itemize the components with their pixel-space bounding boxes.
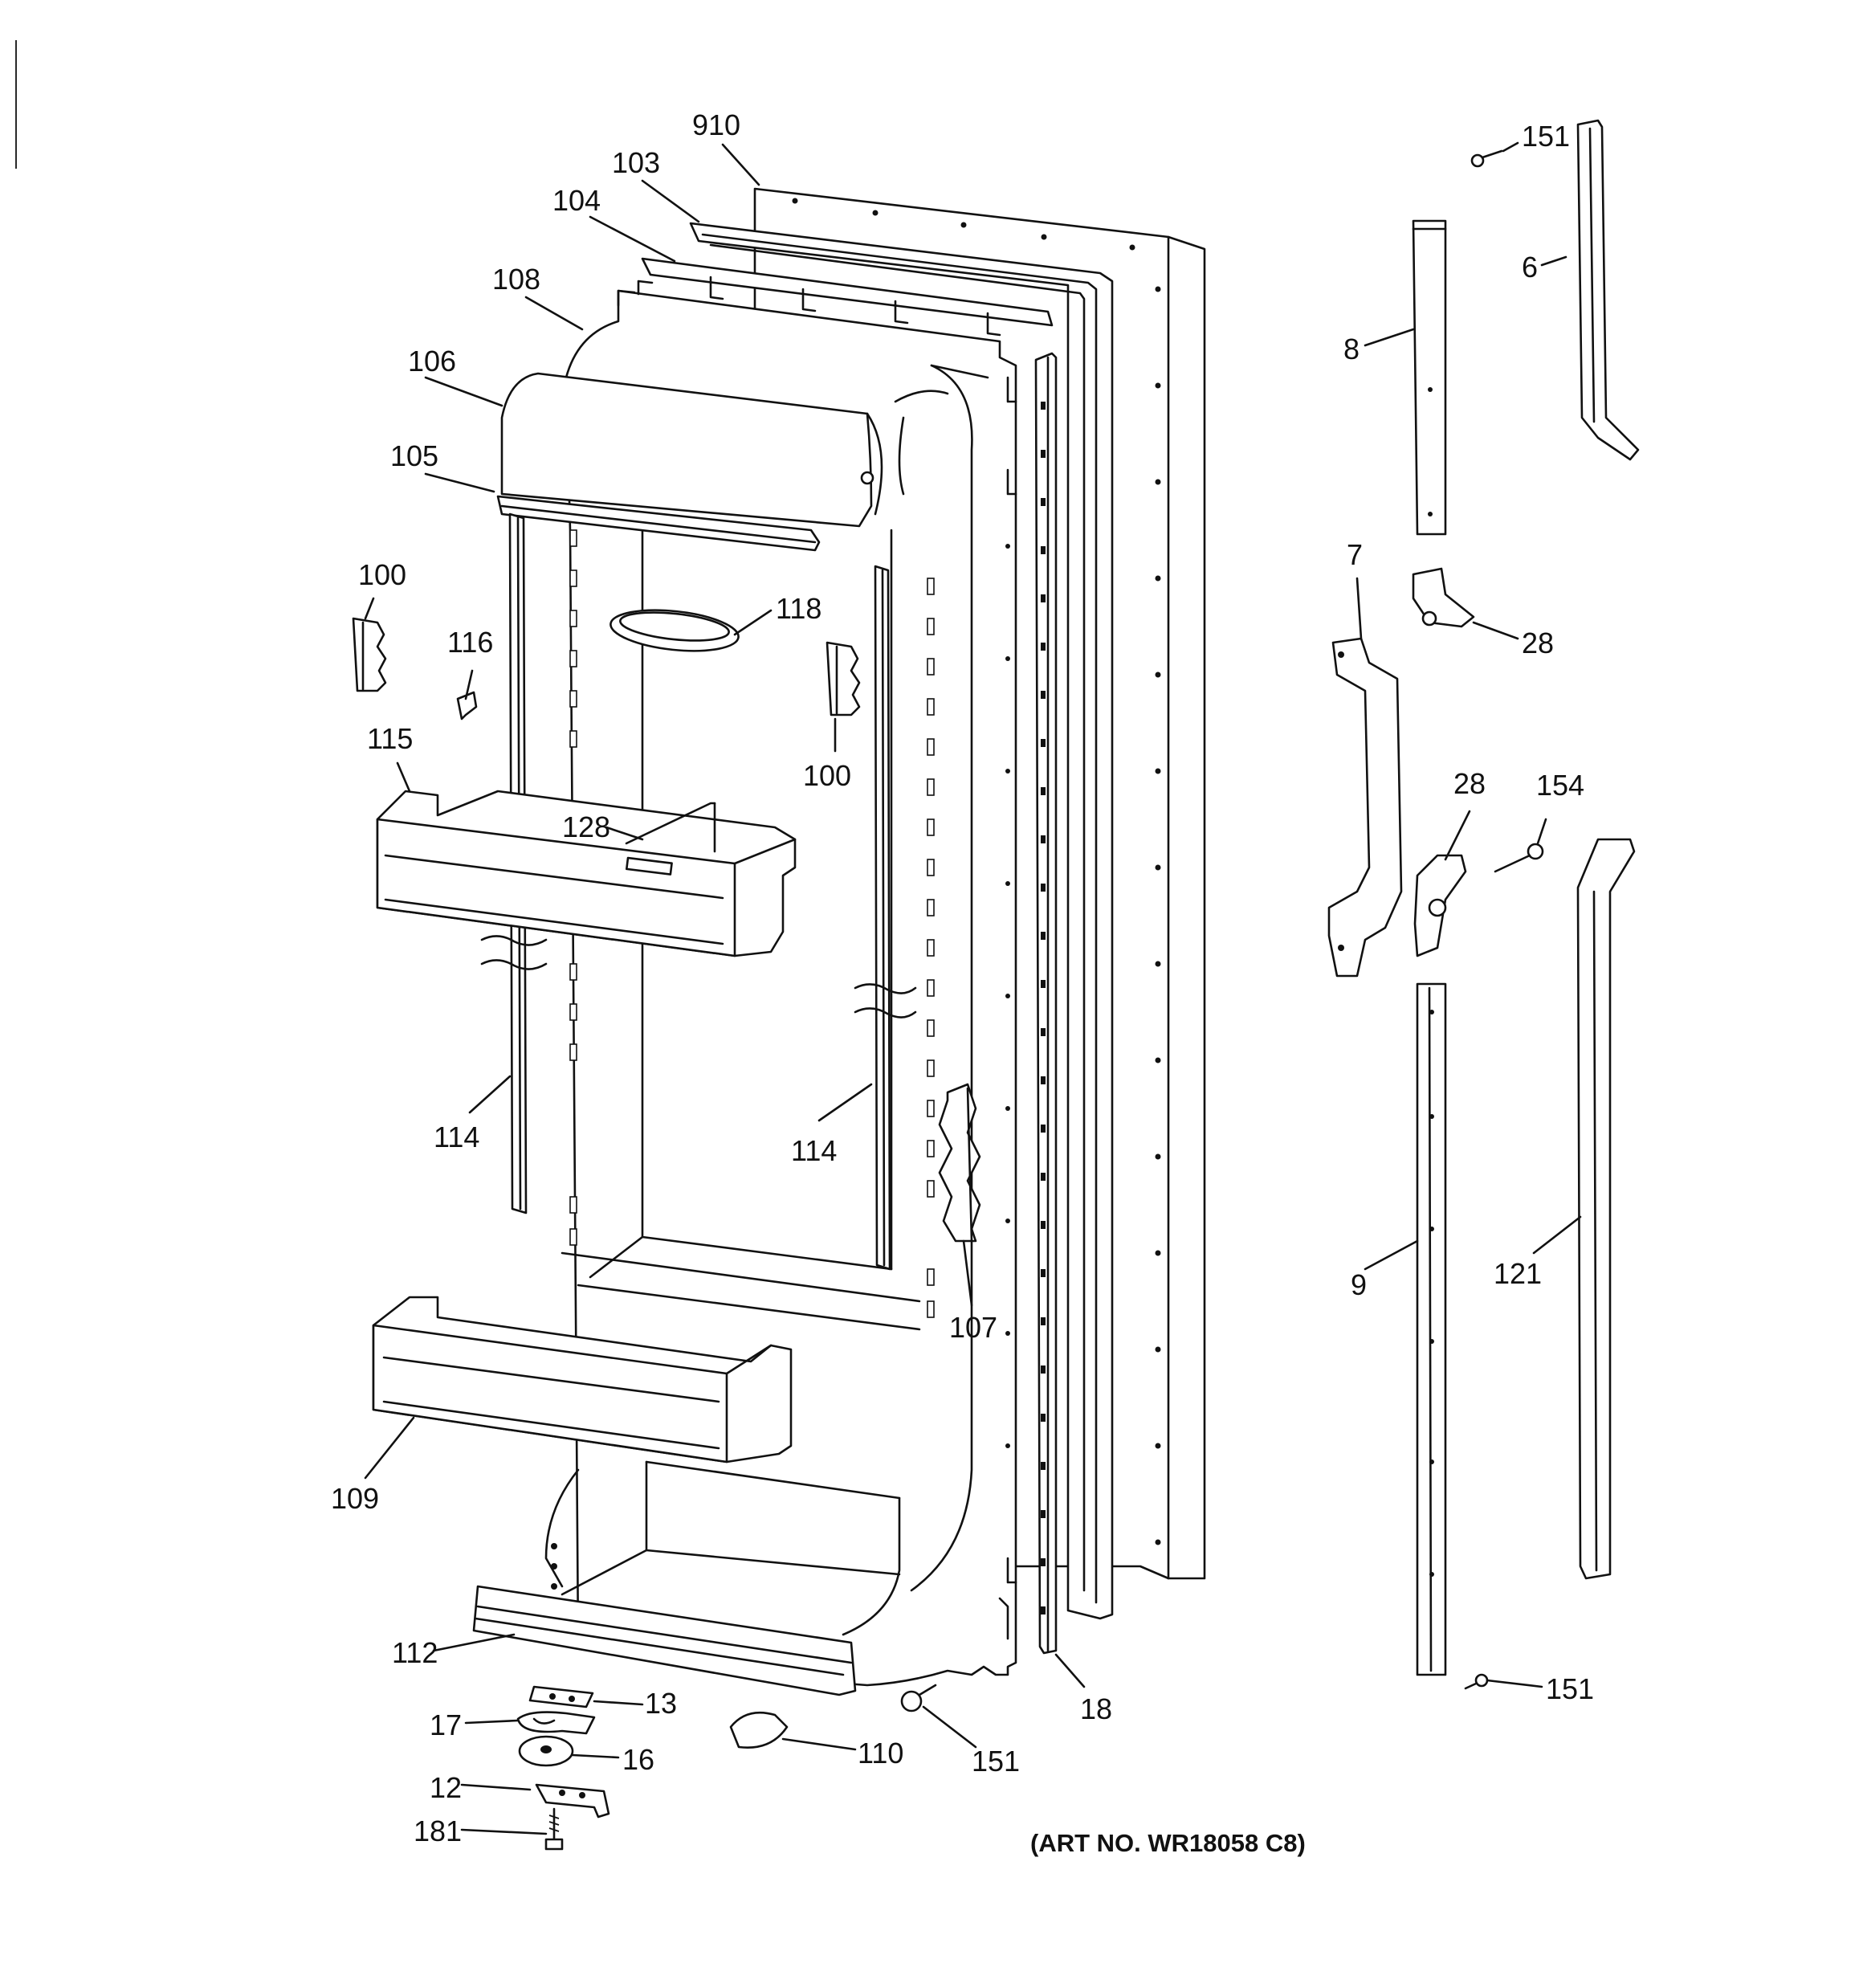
liner-slots	[569, 529, 935, 1318]
callout-112: 112	[392, 1636, 438, 1669]
break-mark	[854, 983, 917, 994]
break-mark	[854, 1007, 917, 1018]
callout-labels: 910 103 104 108 106 105 100 116 115 128 …	[331, 108, 1594, 1847]
callout-109: 109	[331, 1482, 379, 1515]
callout-9: 9	[1351, 1268, 1367, 1301]
strip-107	[938, 1083, 981, 1243]
callout-100-right: 100	[803, 759, 851, 792]
callout-28-top: 28	[1522, 627, 1554, 659]
callout-106: 106	[408, 345, 456, 378]
callout-18: 18	[1080, 1692, 1112, 1725]
callout-128: 128	[562, 810, 610, 843]
callout-118: 118	[776, 592, 821, 625]
bracket-100-left	[352, 617, 387, 692]
trim-6	[1576, 119, 1640, 461]
callout-6: 6	[1522, 251, 1538, 284]
callout-104: 104	[552, 184, 601, 217]
hinge-bar-105	[496, 495, 821, 552]
callout-8: 8	[1343, 333, 1360, 365]
trim-121	[1576, 838, 1636, 1580]
callout-910: 910	[692, 108, 740, 141]
insert-118	[609, 609, 740, 652]
trim-9	[1416, 982, 1447, 1676]
callout-105: 105	[390, 439, 438, 472]
bottom-trim-112	[472, 1585, 857, 1696]
bracket-100-right	[826, 641, 861, 716]
callout-121: 121	[1494, 1257, 1542, 1290]
bushing-16	[518, 1735, 574, 1767]
callout-154: 154	[1536, 769, 1584, 802]
callout-110: 110	[858, 1737, 903, 1770]
door-gasket-103	[689, 222, 1114, 1620]
trim-8	[1412, 219, 1447, 536]
callout-116: 116	[447, 626, 493, 659]
handle-7	[1327, 637, 1403, 978]
hinge-28-top	[1412, 567, 1475, 628]
callout-181: 181	[414, 1815, 462, 1847]
door-strip-18	[1034, 352, 1058, 1655]
plate-13	[528, 1685, 594, 1708]
shelf-rail-114-right	[874, 565, 891, 1271]
callout-13: 13	[645, 1687, 677, 1720]
break-mark	[480, 959, 548, 970]
dairy-door-106	[500, 372, 949, 528]
callout-151-bottom: 151	[972, 1745, 1020, 1778]
callout-16: 16	[622, 1743, 654, 1776]
callout-28-lower: 28	[1453, 767, 1486, 800]
callout-7: 7	[1347, 538, 1363, 571]
screw-151-top	[1470, 149, 1503, 168]
callout-12: 12	[430, 1771, 462, 1804]
callout-151-right: 151	[1546, 1672, 1594, 1705]
callout-17: 17	[430, 1708, 462, 1741]
callout-100-left: 100	[358, 558, 406, 591]
callout-108: 108	[492, 263, 540, 296]
clip-116	[456, 691, 478, 720]
cap-110	[729, 1711, 789, 1749]
callout-151-top: 151	[1522, 120, 1570, 153]
door-bin-109	[372, 1296, 793, 1463]
callout-114-left: 114	[434, 1121, 479, 1153]
screw-151-right-bottom	[1464, 1673, 1489, 1690]
shim-17	[516, 1711, 596, 1735]
screw-181	[544, 1807, 564, 1851]
callout-114-right: 114	[791, 1134, 837, 1167]
hinge-28-lower	[1413, 854, 1467, 957]
screw-151-bottom	[900, 1684, 937, 1712]
callout-103: 103	[612, 146, 660, 179]
callout-107: 107	[949, 1311, 997, 1344]
retainer-strip-104	[641, 257, 1054, 337]
screw-154	[1494, 843, 1544, 873]
leader-lines	[364, 141, 1582, 1835]
hinge-12	[535, 1783, 610, 1819]
callout-115: 115	[367, 722, 413, 755]
door-bin-115	[376, 790, 797, 957]
break-mark	[480, 935, 548, 946]
art-number: (ART NO. WR18058 C8)	[1030, 1829, 1306, 1857]
